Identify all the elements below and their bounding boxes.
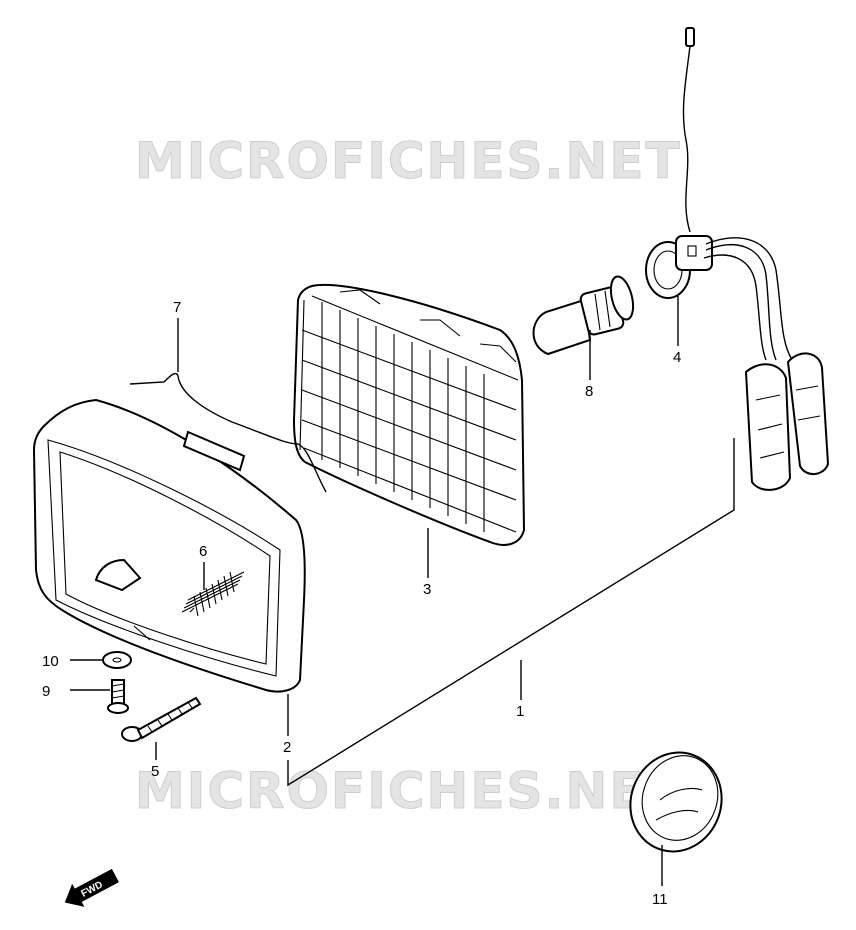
emblem (629, 751, 723, 853)
adjusting-spring (181, 571, 245, 617)
callout-1: 1 (516, 703, 524, 720)
callout-10: 10 (42, 653, 59, 670)
sealed-beam-unit (292, 283, 526, 546)
long-screw (121, 696, 202, 742)
wire-lead (682, 27, 695, 233)
fwd-label: FWD (80, 879, 105, 899)
leader-lines (70, 296, 735, 886)
callout-9: 9 (42, 683, 50, 700)
callout-4: 4 (673, 349, 681, 366)
watermark-top: MICROFICHES.NET (135, 132, 682, 190)
cable-sleeves (744, 352, 830, 491)
callout-8: 8 (585, 383, 593, 400)
callout-5: 5 (151, 763, 159, 780)
callout-6: 6 (199, 543, 207, 560)
adjusting-screw (107, 679, 129, 714)
headlight-housing (32, 398, 306, 693)
callout-3: 3 (423, 581, 431, 598)
washer (102, 651, 132, 669)
watermark-bottom: MICROFICHES.NET (135, 762, 682, 820)
callout-2: 2 (283, 739, 291, 756)
bulb-socket (645, 235, 793, 361)
headlight-bulb (532, 275, 635, 356)
fwd-arrow-icon: FWD (64, 868, 119, 907)
wire-spring (129, 372, 327, 493)
callout-7: 7 (173, 299, 181, 316)
callout-11: 11 (652, 891, 668, 908)
